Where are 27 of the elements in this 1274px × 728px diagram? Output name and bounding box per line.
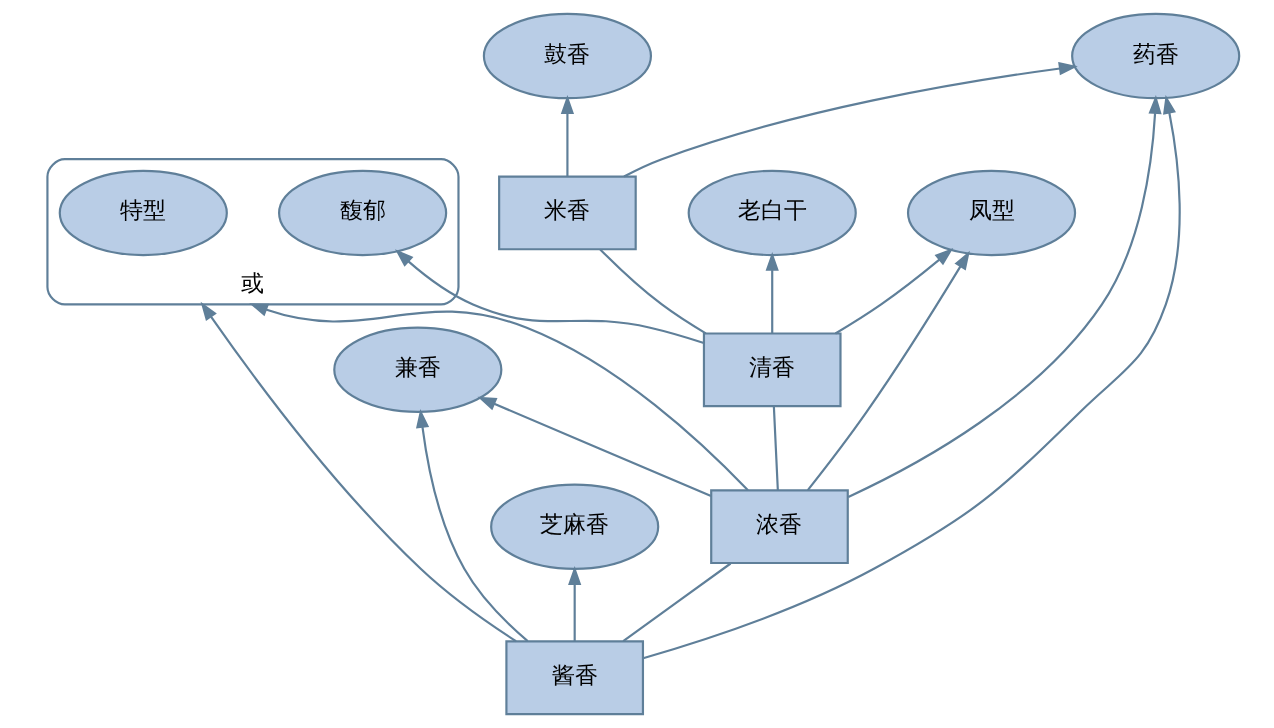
arrow [560,95,574,177]
connector [598,248,706,335]
arrow [834,248,953,335]
arrow [200,301,517,643]
node-box: 酱香 [504,640,644,716]
arrow [806,250,970,491]
node-ellipse: 凤型 [906,169,1076,257]
arrow [394,249,704,345]
arrow [847,94,1162,498]
arrow [765,251,779,334]
node-ellipse: 馥郁 [277,169,447,257]
arrow [642,95,1181,660]
node-box: 米香 [497,175,637,251]
arrow [248,303,749,492]
node-ellipse: 芝麻香 [489,483,659,570]
arrow [415,409,528,642]
node-ellipse: 药香 [1070,12,1240,100]
node-ellipse: 老白干 [687,169,857,257]
connector [772,406,779,491]
arrow [567,566,581,642]
node-ellipse: 特型 [58,169,228,257]
node-box: 清香 [702,332,842,408]
arrow [477,396,711,498]
connector [622,562,731,643]
arrow [623,62,1078,178]
node-ellipse: 鼓香 [482,12,652,100]
node-box: 浓香 [709,489,849,565]
